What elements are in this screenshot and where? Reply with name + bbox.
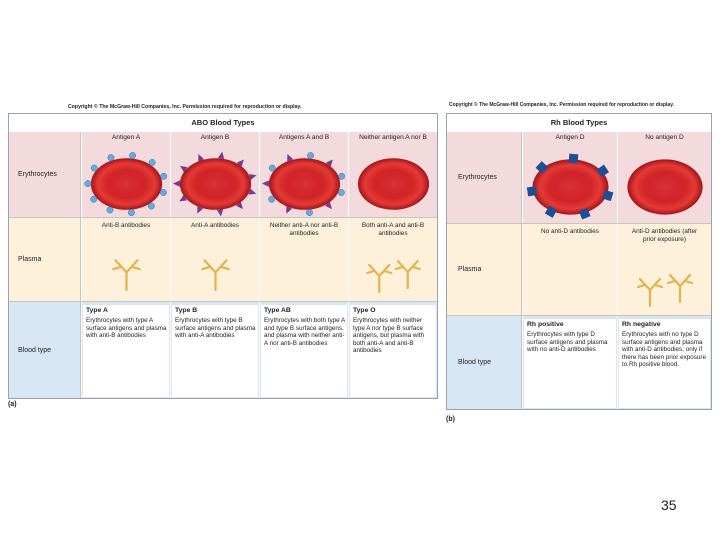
rh-col-neg-type: Rh negative Erythrocytes with no type D … xyxy=(617,316,711,409)
rh-negative-box: Rh negative Erythrocytes with no type D … xyxy=(619,319,710,408)
rh-col-pos-plasma: No anti-D antibodies xyxy=(522,224,617,315)
abo-col-o-antigen: Neither antigen A nor B xyxy=(348,132,437,217)
type-ab-box: Type AB Erythrocytes with both type A an… xyxy=(261,305,347,397)
type-a-name: Type A xyxy=(86,307,108,314)
antigens-ab-label: Antigens A and B xyxy=(278,134,330,141)
copyright-notice-b: Copyright © The McGraw-Hill Companies, I… xyxy=(449,102,675,108)
abo-erythrocytes-row: Erythrocytes Antigen A Antigen B Antigen… xyxy=(9,132,437,218)
type-ab-name: Type AB xyxy=(264,307,291,314)
type-ab-description: Erythrocytes with both type A and type B… xyxy=(264,317,345,347)
abo-col-a-antigen: Antigen A xyxy=(81,132,170,217)
rh-plasma-label: Plasma xyxy=(447,224,522,315)
abo-blood-types-table: ABO Blood Types Erythrocytes Antigen A A… xyxy=(8,113,438,399)
rh-blood-type-row: Blood type Rh positive Erythrocytes with… xyxy=(447,316,711,409)
rh-erythrocytes-row: Erythrocytes Antigen D No antigen D xyxy=(447,132,711,224)
abo-col-b-antigen: Antigen B xyxy=(170,132,259,217)
type-o-description: Erythrocytes with neither type A nor typ… xyxy=(353,317,425,355)
anti-a-antibodies-label: Anti-A antibodies xyxy=(191,222,239,229)
panel-b-letter: (b) xyxy=(446,416,455,423)
antibody-icon xyxy=(366,259,421,294)
rh-plasma-row: Plasma No anti-D antibodies Anti-D antib… xyxy=(447,224,711,316)
type-a-box: Type A Erythrocytes with type A surface … xyxy=(83,305,169,397)
type-a-erythrocyte xyxy=(84,152,168,217)
abo-blood-type-label: Blood type xyxy=(9,302,81,398)
panel-a-letter: (a) xyxy=(8,401,17,408)
rh-col-pos-antigen: Antigen D xyxy=(522,132,617,223)
abo-blood-type-row: Blood type Type A Erythrocytes with type… xyxy=(9,302,437,398)
rh-positive-name: Rh positive xyxy=(527,321,564,328)
rh-positive-box: Rh positive Erythrocytes with type D sur… xyxy=(524,319,616,408)
type-a-description: Erythrocytes with type A surface antigen… xyxy=(86,317,167,340)
antibody-icon xyxy=(201,259,230,292)
abo-plasma-label: Plasma xyxy=(9,218,81,301)
type-b-erythrocyte xyxy=(172,151,257,217)
no-antibodies-label: Neither anti-A nor anti-B antibodies xyxy=(269,222,339,237)
no-anti-d-label: No anti-D antibodies xyxy=(541,228,599,235)
abo-col-ab-type: Type AB Erythrocytes with both type A an… xyxy=(259,302,348,398)
rh-col-pos-type: Rh positive Erythrocytes with type D sur… xyxy=(522,316,617,409)
type-b-box: Type B Erythrocytes with type B surface … xyxy=(172,305,258,397)
abo-plasma-row: Plasma Anti-B antibodies Anti-A antibodi… xyxy=(9,218,437,302)
antibody-icon xyxy=(112,259,141,292)
no-antigen-d-label: No antigen D xyxy=(645,134,684,141)
abo-col-ab-plasma: Neither anti-A nor anti-B antibodies xyxy=(259,218,348,301)
abo-col-ab-antigen: Antigens A and B xyxy=(259,132,348,217)
type-o-name: Type O xyxy=(353,307,376,314)
rh-table-title: Rh Blood Types xyxy=(447,114,711,133)
abo-col-o-plasma: Both anti-A and anti-B antibodies xyxy=(348,218,437,301)
rh-erythrocytes-label: Erythrocytes xyxy=(447,132,522,223)
rh-positive-description: Erythrocytes with type D surface antigen… xyxy=(527,331,608,354)
type-o-erythrocyte xyxy=(357,158,430,210)
rh-blood-types-table: Rh Blood Types Erythrocytes Antigen D No… xyxy=(446,113,712,410)
abo-col-b-type: Type B Erythrocytes with type B surface … xyxy=(170,302,259,398)
rh-negative-erythrocyte xyxy=(627,159,703,215)
type-o-box: Type O Erythrocytes with neither type A … xyxy=(350,305,436,397)
abo-col-o-type: Type O Erythrocytes with neither type A … xyxy=(348,302,437,398)
rh-col-neg-antigen: No antigen D xyxy=(617,132,711,223)
abo-col-a-type: Type A Erythrocytes with type A surface … xyxy=(81,302,170,398)
abo-table-title: ABO Blood Types xyxy=(9,114,437,133)
rh-col-neg-plasma: Anti-D antibodies (after prior exposure) xyxy=(617,224,711,315)
type-ab-erythrocyte xyxy=(261,152,346,217)
abo-col-b-plasma: Anti-A antibodies xyxy=(170,218,259,301)
antigen-a-label: Antigen A xyxy=(111,134,141,141)
abo-erythrocytes-label: Erythrocytes xyxy=(9,132,81,217)
no-antigen-ab-label: Neither antigen A nor B xyxy=(359,134,427,141)
anti-b-antibodies-label: Anti-B antibodies xyxy=(101,222,151,229)
antigen-d-label: Antigen D xyxy=(555,134,585,141)
copyright-notice-a: Copyright © The McGraw-Hill Companies, I… xyxy=(68,104,302,110)
rh-negative-description: Erythrocytes with no type D surface anti… xyxy=(622,331,707,369)
antibody-icon xyxy=(636,273,694,308)
anti-d-label: Anti-D antibodies (after prior exposure) xyxy=(631,228,698,243)
rh-blood-type-label: Blood type xyxy=(447,316,522,409)
both-antibodies-label: Both anti-A and anti-B antibodies xyxy=(361,222,425,237)
slide-number: 35 xyxy=(661,497,677,513)
type-b-description: Erythrocytes with type B surface antigen… xyxy=(175,317,256,340)
antigen-b-label: Antigen B xyxy=(200,134,230,141)
abo-col-a-plasma: Anti-B antibodies xyxy=(81,218,170,301)
rh-positive-erythrocyte xyxy=(526,153,614,220)
type-b-name: Type B xyxy=(175,307,198,314)
rh-negative-name: Rh negative xyxy=(622,321,661,328)
